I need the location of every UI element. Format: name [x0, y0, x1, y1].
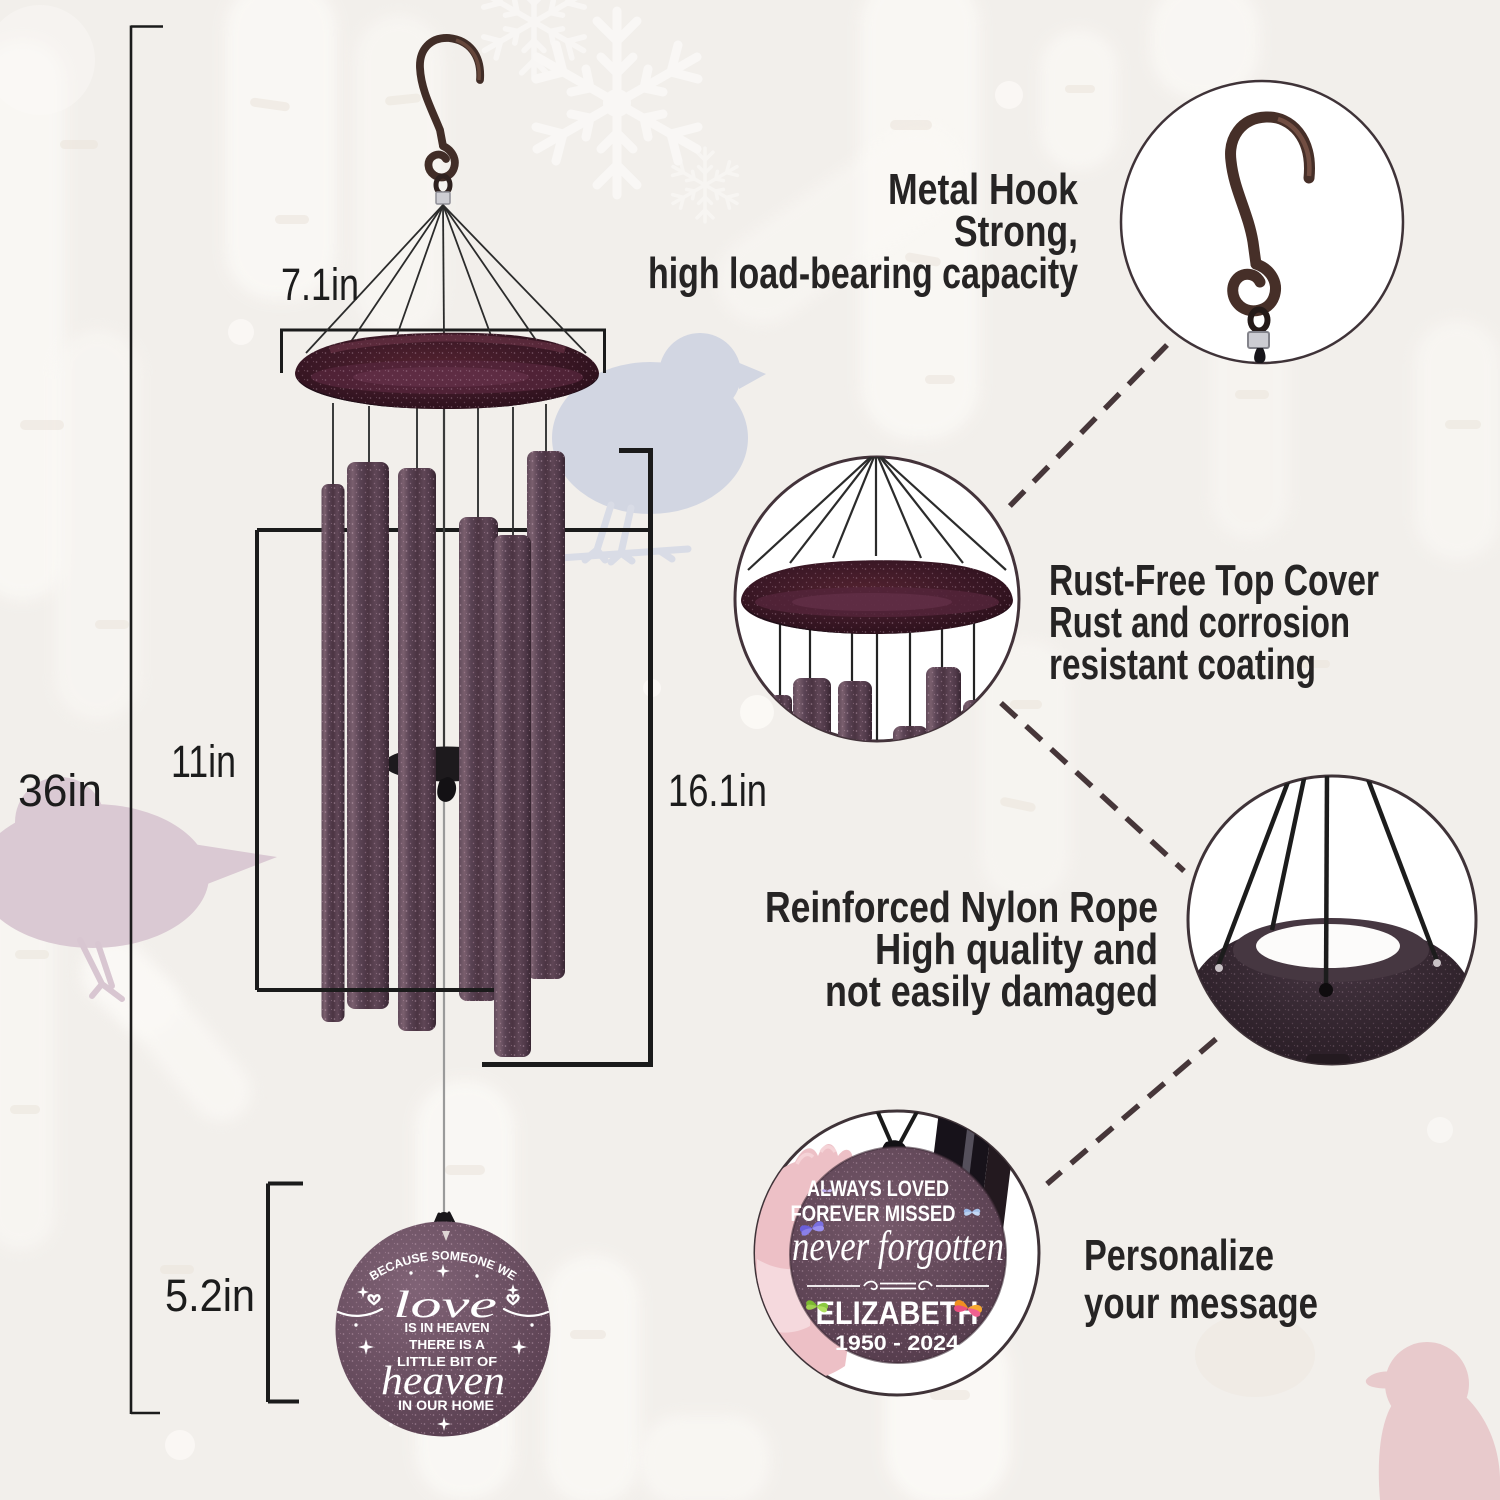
svg-text:Metal Hook: Metal Hook — [888, 165, 1078, 214]
svg-text:not easily damaged: not easily damaged — [825, 967, 1158, 1016]
svg-text:THERE IS A: THERE IS A — [409, 1337, 486, 1352]
svg-text:5.2in: 5.2in — [165, 1270, 255, 1321]
svg-text:your message: your message — [1084, 1279, 1318, 1328]
svg-text:FOREVER MISSED: FOREVER MISSED — [791, 1201, 956, 1226]
svg-text:36in: 36in — [18, 765, 102, 816]
svg-text:11in: 11in — [171, 736, 236, 787]
svg-text:IN OUR HOME: IN OUR HOME — [398, 1398, 494, 1413]
svg-text:Strong,: Strong, — [954, 207, 1078, 256]
svg-text:heaven: heaven — [381, 1357, 505, 1403]
svg-text:love: love — [393, 1284, 497, 1326]
svg-text:16.1in: 16.1in — [668, 765, 767, 816]
svg-text:Rust-Free Top Cover: Rust-Free Top Cover — [1049, 556, 1379, 605]
svg-text:LITTLE BIT OF: LITTLE BIT OF — [397, 1354, 497, 1369]
svg-text:High quality and: High quality and — [875, 925, 1158, 974]
svg-text:IS IN HEAVEN: IS IN HEAVEN — [405, 1320, 490, 1335]
svg-text:Rust and corrosion: Rust and corrosion — [1049, 598, 1350, 647]
svg-text:ALWAYS LOVED: ALWAYS LOVED — [807, 1176, 949, 1201]
svg-text:high load-bearing capacity: high load-bearing capacity — [648, 249, 1078, 298]
svg-text:7.1in: 7.1in — [281, 259, 359, 310]
svg-text:1950 - 2024: 1950 - 2024 — [835, 1332, 959, 1355]
svg-text:never forgotten: never forgotten — [792, 1224, 1004, 1270]
svg-text:ELIZABETH: ELIZABETH — [816, 1295, 979, 1331]
svg-text:resistant coating: resistant coating — [1049, 640, 1316, 689]
svg-text:Personalize: Personalize — [1084, 1231, 1274, 1280]
svg-text:Reinforced Nylon Rope: Reinforced Nylon Rope — [765, 883, 1158, 932]
